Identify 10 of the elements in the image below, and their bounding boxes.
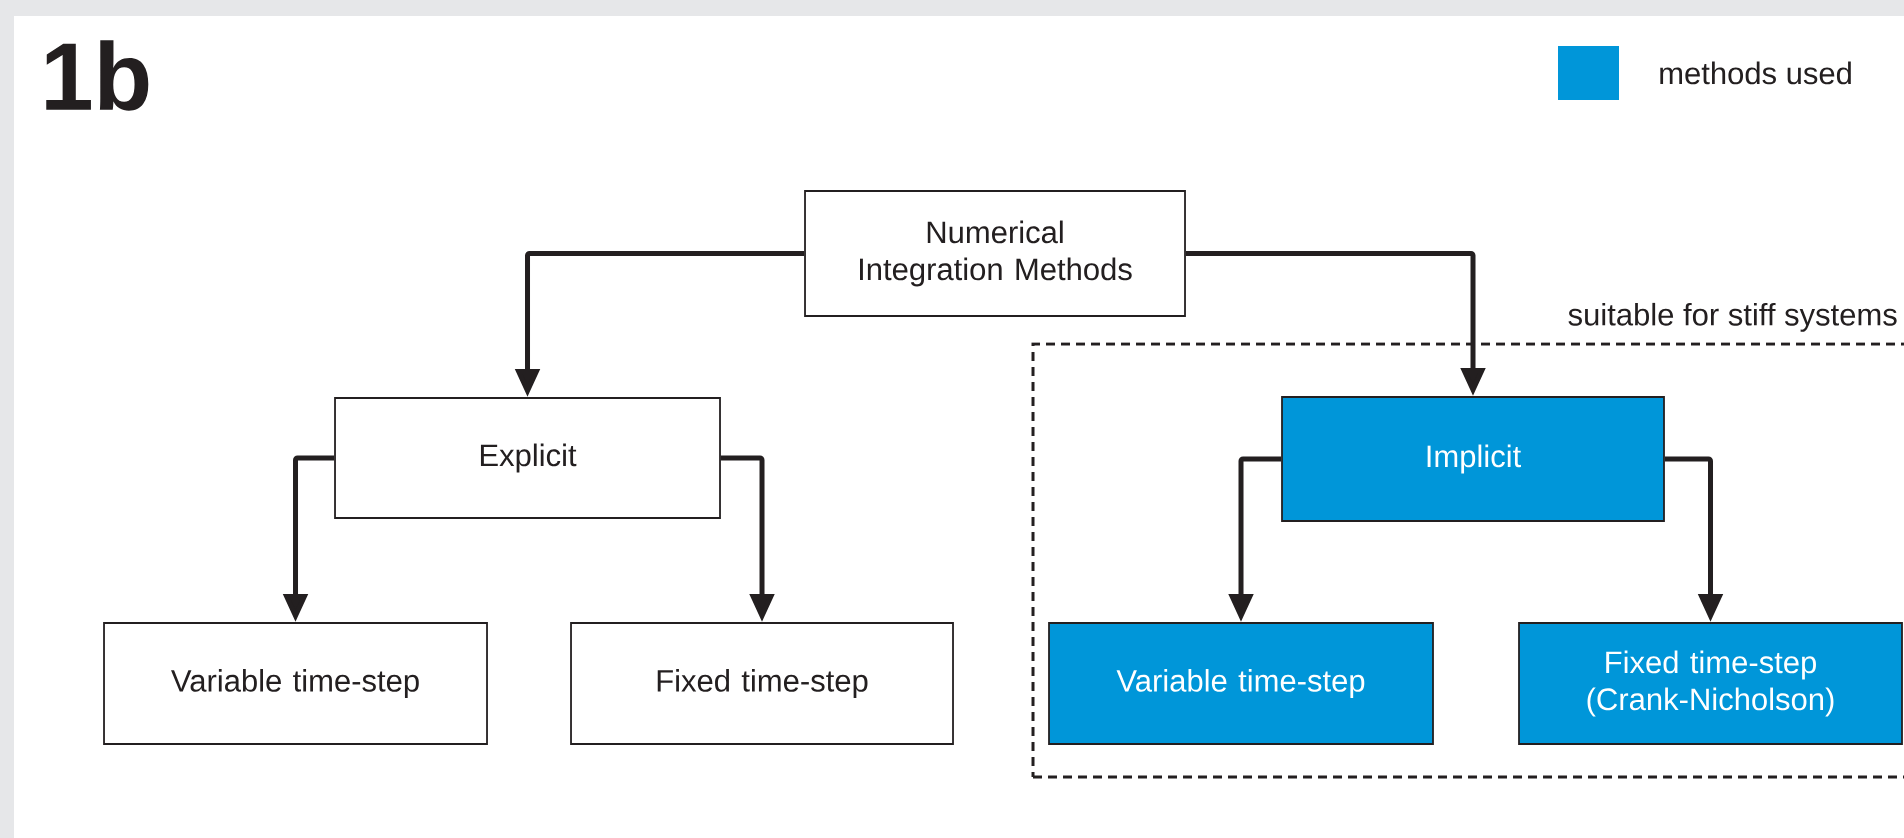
method-box: Numerical Integration Methods [804,190,1186,317]
method-box: Fixed time-step (Crank-Nicholson) [1518,622,1903,745]
method-box: Variable time-step [103,622,488,745]
method-box: Fixed time-step [570,622,954,745]
legend-text: methods used [1660,61,1851,85]
figure-label: 1b [46,40,149,111]
method-box: Variable time-step [1048,622,1434,745]
method-box: Implicit [1281,396,1665,522]
method-box: Explicit [334,397,721,519]
node-label: suitable for stiff systems [1568,302,1897,332]
